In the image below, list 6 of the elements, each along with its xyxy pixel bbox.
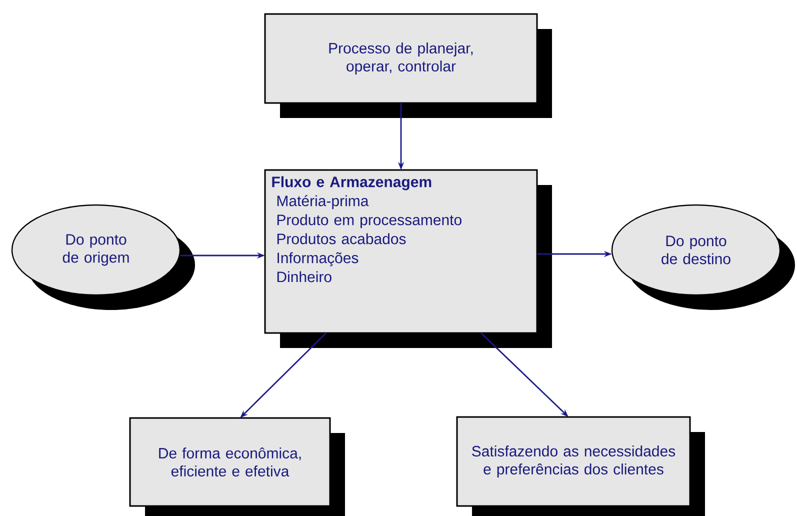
process-box: Satisfazendo as necessidades e preferências dos clientes xyxy=(456,416,705,516)
process-box: De forma econômica, eficiente e efetiva xyxy=(129,417,345,516)
oval: Do ponto de destino xyxy=(611,204,795,310)
process-box: Fluxo e Armazenagem Matéria-prima Produto em processamento Produtos acabados Informações Dinheiro xyxy=(264,169,552,348)
process-box: Processo de planejar, operar, controlar xyxy=(264,13,552,118)
oval: Do ponto de origem xyxy=(11,204,195,310)
